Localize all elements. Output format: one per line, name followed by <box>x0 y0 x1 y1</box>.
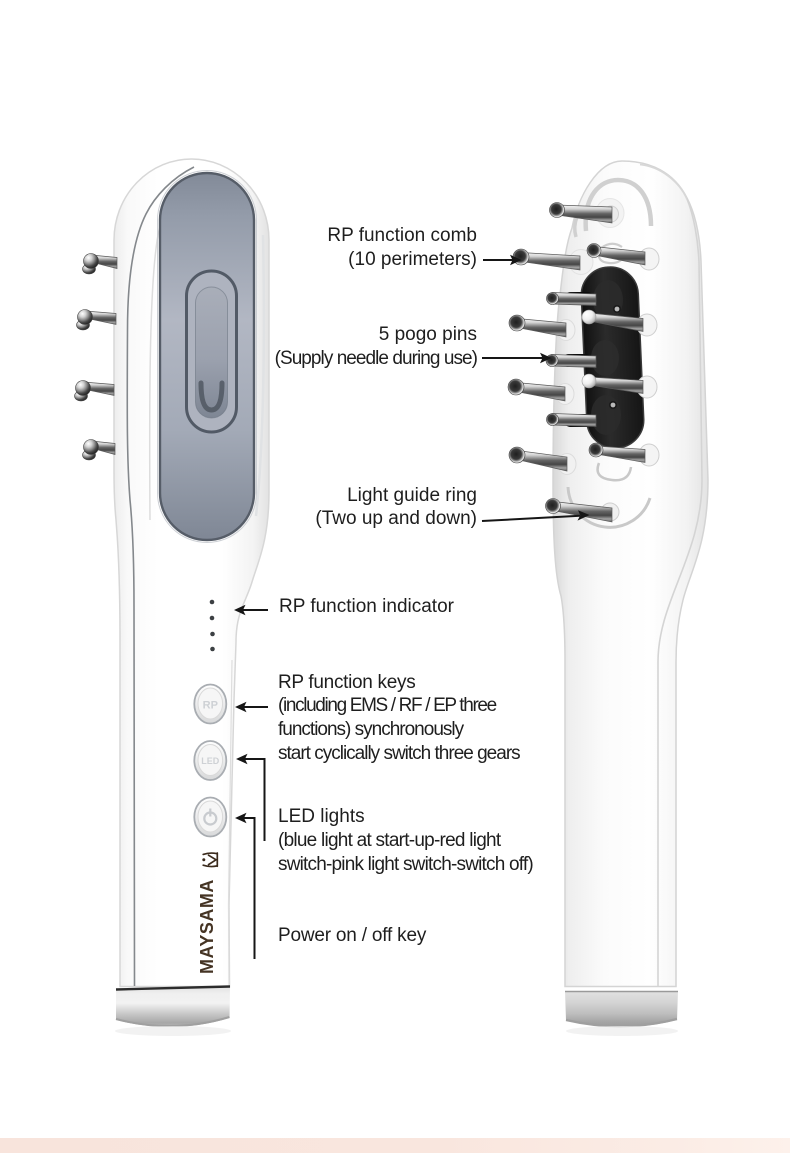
svg-text:RP: RP <box>203 700 218 712</box>
svg-text:LED: LED <box>201 756 220 766</box>
